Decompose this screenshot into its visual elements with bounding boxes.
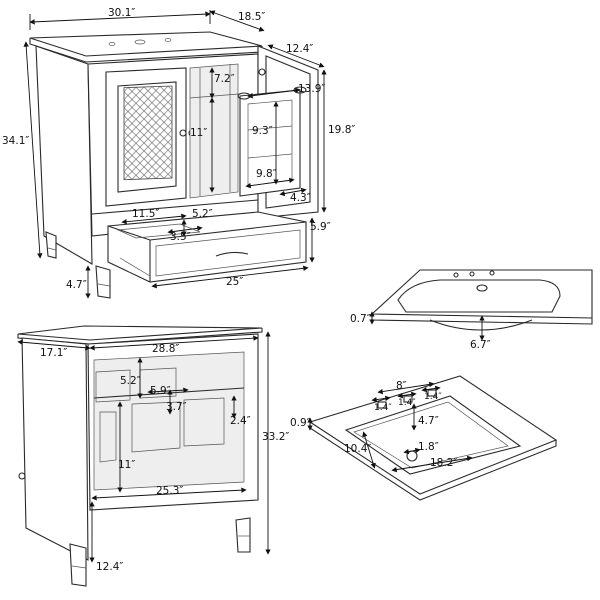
dim-back-height: 33.2″ [262, 431, 289, 443]
dim-shelf-depth: 9.3″ [252, 125, 273, 137]
dim-drain-dia: 1.8″ [418, 441, 439, 453]
dim-hole-dia-left: 1.4″ [374, 403, 392, 413]
dim-sink-bowl-depth: 6.7″ [470, 339, 491, 351]
dim-back-shelf-depth: 3.7″ [166, 401, 187, 413]
dim-shelf-gap-top: 7.2″ [214, 73, 235, 85]
dim-shelf-width: 13.9″ [298, 83, 325, 95]
dim-top-width: 30.1″ [108, 7, 135, 19]
dim-top-thickness: 0.9″ [290, 417, 311, 429]
dim-faucet-spacing: 8″ [396, 380, 407, 392]
dim-drawer-divider: 5.2″ [192, 208, 213, 220]
dim-back-inner-width: 25.3″ [156, 485, 183, 497]
dim-hole-dia-right: 1.4″ [424, 392, 442, 402]
dim-back-small-gap: 2.4″ [230, 415, 251, 427]
dim-bowl-front-gap: 4.7″ [418, 415, 439, 427]
dim-drawer-width: 25″ [226, 276, 243, 288]
front-view-dimensions [23, 10, 327, 299]
dim-back-side-depth: 17.1″ [40, 347, 67, 359]
dim-cabinet-depth-upper: 12.4″ [286, 43, 313, 55]
dim-back-shelf-width: 5.9″ [150, 385, 171, 397]
dim-leg-height: 4.7″ [66, 279, 87, 291]
dim-hole-dia-mid: 1.4″ [398, 398, 416, 408]
dim-drawer-inner-depth: 3.5″ [170, 231, 191, 243]
dim-back-upper-gap: 5.2″ [120, 375, 141, 387]
dim-inner-height: 11″ [190, 127, 207, 139]
dim-sink-rim-height: 0.7″ [350, 313, 371, 325]
dim-drawer-width-left: 11.5″ [132, 208, 159, 220]
front-view-cabinet [29, 31, 319, 299]
dim-back-leg-depth: 12.4″ [96, 561, 123, 573]
dim-back-inner-height: 11″ [118, 459, 135, 471]
dim-bowl-depth: 10.4″ [344, 443, 371, 455]
sink-top-view-angled [369, 269, 593, 341]
dim-shelf-side-depth: 4.3″ [290, 192, 311, 204]
dim-shelf-bottom-width: 9.8″ [256, 168, 277, 180]
dim-drawer-height: 5.9″ [310, 221, 331, 233]
dim-door-side-height: 19.8″ [328, 124, 355, 136]
dim-back-width: 28.8″ [152, 343, 179, 355]
dim-bowl-width: 18.2″ [430, 457, 457, 469]
sink-top-view-dimensions [307, 381, 473, 473]
back-view-dimensions [17, 331, 271, 563]
dim-top-depth: 18.5″ [238, 11, 265, 23]
dim-total-height: 34.1″ [2, 135, 29, 147]
